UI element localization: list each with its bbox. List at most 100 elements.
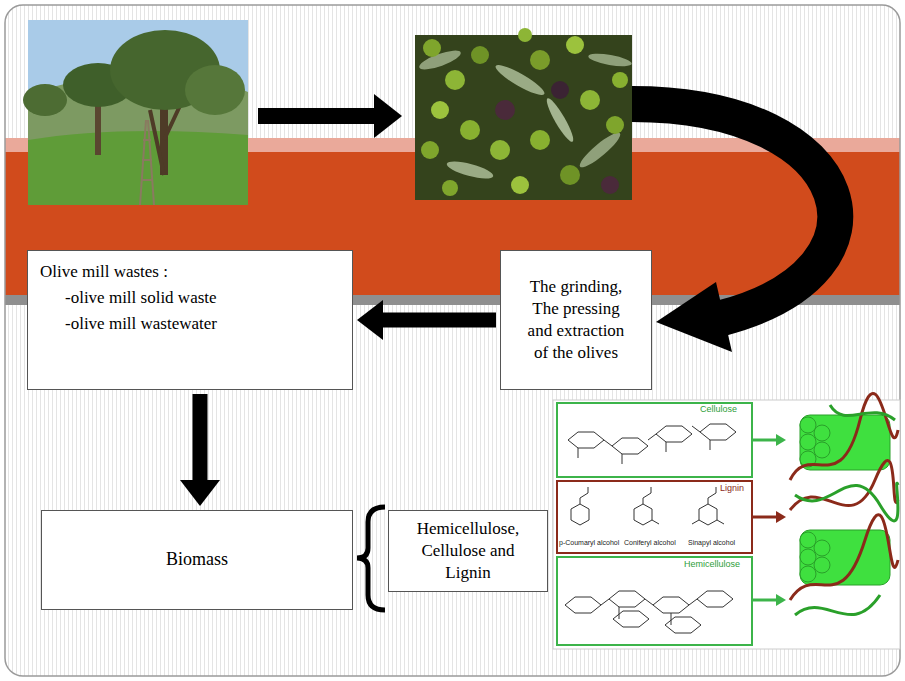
olive-grove-photo bbox=[185, 65, 245, 115]
olive-grove-photo bbox=[28, 131, 248, 205]
compound-label: p-Coumaryl alcohol bbox=[559, 539, 619, 547]
lignocellulose-illustration bbox=[648, 426, 692, 442]
curved-arrow bbox=[632, 104, 835, 352]
lignocellulose-illustration bbox=[568, 424, 736, 464]
panel-label: Hemicellulose bbox=[684, 560, 740, 570]
flow-arrow bbox=[180, 394, 220, 506]
lignocellulose-illustration bbox=[601, 591, 645, 607]
olives-photo bbox=[560, 165, 580, 185]
curly-bracket bbox=[357, 507, 385, 610]
lignocellulose-illustration bbox=[776, 434, 786, 446]
lignocellulose-illustration bbox=[752, 599, 776, 602]
lignocellulose-illustration bbox=[565, 591, 733, 633]
component-box: Hemicellulose, Cellulose and Lignin bbox=[388, 510, 548, 592]
olives-photo bbox=[490, 140, 510, 160]
olives-photo bbox=[601, 176, 619, 194]
olives-photo bbox=[551, 81, 569, 99]
lignocellulose-illustration bbox=[800, 532, 816, 548]
arrow-head bbox=[180, 480, 220, 506]
olives-photo bbox=[460, 120, 480, 140]
node-text: Biomass bbox=[52, 548, 342, 571]
curved-arrow bbox=[656, 282, 732, 352]
waste-box: Olive mill wastes : -olive mill solid was… bbox=[27, 250, 353, 390]
arrow-shaft bbox=[193, 394, 208, 482]
slide-frame bbox=[5, 5, 900, 676]
lignocellulose-illustration bbox=[752, 439, 776, 442]
lignocellulose-illustration bbox=[692, 487, 724, 525]
lignocellulose-illustration bbox=[776, 511, 786, 523]
compound-label: Coniferyl alcohol bbox=[624, 539, 676, 547]
olives-photo bbox=[606, 116, 624, 134]
lignocellulose-illustration bbox=[578, 440, 710, 464]
olives-photo bbox=[445, 70, 465, 90]
arrow-shaft bbox=[381, 313, 496, 328]
lignocellulose-illustration bbox=[790, 515, 898, 600]
slide-frame bbox=[0, 5, 905, 676]
olives-photo bbox=[423, 39, 441, 57]
lignocellulose-illustration bbox=[814, 442, 830, 458]
lignocellulose-illustration bbox=[790, 461, 898, 510]
olives-photo bbox=[530, 130, 550, 150]
lignocellulose-illustration bbox=[557, 481, 752, 553]
compound-label: Sinapyl alcohol bbox=[688, 539, 735, 547]
lignocellulose-illustration bbox=[568, 432, 604, 448]
lignocellulose-illustration bbox=[634, 487, 659, 525]
olive-grove-photo bbox=[23, 20, 248, 205]
olives-photo bbox=[431, 101, 449, 119]
lignocellulose-illustration bbox=[752, 516, 776, 519]
olives-photo bbox=[518, 28, 532, 42]
node-text: Olive mill wastes : bbox=[40, 261, 340, 283]
lignocellulose-illustration bbox=[795, 595, 880, 615]
lignocellulose-illustration bbox=[689, 591, 733, 607]
arrow-head bbox=[357, 300, 383, 340]
lignocellulose-illustration bbox=[800, 415, 890, 470]
olives-photo bbox=[495, 100, 515, 120]
flow-arrow bbox=[357, 300, 496, 340]
process-box: The grinding, The pressing and extractio… bbox=[500, 250, 652, 390]
olives-photo bbox=[612, 72, 628, 88]
panel-label: Lignin bbox=[720, 484, 744, 494]
node-text: Hemicellulose, Cellulose and Lignin bbox=[399, 518, 537, 584]
node-text: -olive mill wastewater bbox=[40, 313, 340, 335]
flow-arrow bbox=[258, 94, 402, 138]
olives-photo bbox=[445, 158, 494, 182]
olives-photo bbox=[421, 141, 439, 159]
olive-grove-photo bbox=[141, 140, 153, 180]
curly-bracket bbox=[357, 507, 385, 610]
lignocellulose-illustration bbox=[557, 557, 752, 645]
olive-grove-photo bbox=[23, 84, 67, 116]
lignocellulose-illustration bbox=[553, 400, 900, 649]
olives-photo bbox=[587, 51, 632, 68]
node-text: The grinding, The pressing and extractio… bbox=[523, 276, 629, 364]
lignocellulose-illustration bbox=[604, 438, 648, 454]
olives-photo bbox=[415, 35, 632, 200]
lignocellulose-illustration bbox=[830, 405, 895, 420]
curved-arrow bbox=[632, 104, 835, 318]
lignocellulose-illustration bbox=[800, 434, 816, 450]
lignocellulose-illustration bbox=[553, 393, 900, 649]
lignocellulose-illustration bbox=[571, 487, 724, 525]
lignocellulose-illustration bbox=[571, 487, 589, 525]
olives-photo bbox=[566, 36, 584, 54]
lignocellulose-illustration bbox=[800, 549, 816, 565]
olive-grove-photo bbox=[28, 20, 248, 205]
lignocellulose-illustration bbox=[565, 597, 601, 613]
olives-photo bbox=[471, 46, 489, 64]
lignocellulose-illustration bbox=[795, 483, 898, 521]
panel-label: Cellulose bbox=[700, 405, 737, 415]
lignocellulose-illustration bbox=[814, 425, 830, 441]
biomass-box: Biomass bbox=[41, 510, 353, 610]
olives-photo bbox=[530, 50, 550, 70]
lignocellulose-illustration bbox=[800, 566, 816, 582]
lignocellulose-illustration bbox=[645, 597, 689, 613]
olives-photo bbox=[580, 90, 600, 110]
node-text: -olive mill solid waste bbox=[40, 287, 340, 309]
olives-photo bbox=[511, 176, 529, 194]
lignocellulose-illustration bbox=[814, 540, 830, 556]
lignocellulose-illustration bbox=[814, 557, 830, 573]
lignocellulose-illustration bbox=[557, 403, 752, 477]
lignocellulose-illustration bbox=[790, 393, 898, 615]
lignocellulose-illustration bbox=[692, 424, 736, 440]
